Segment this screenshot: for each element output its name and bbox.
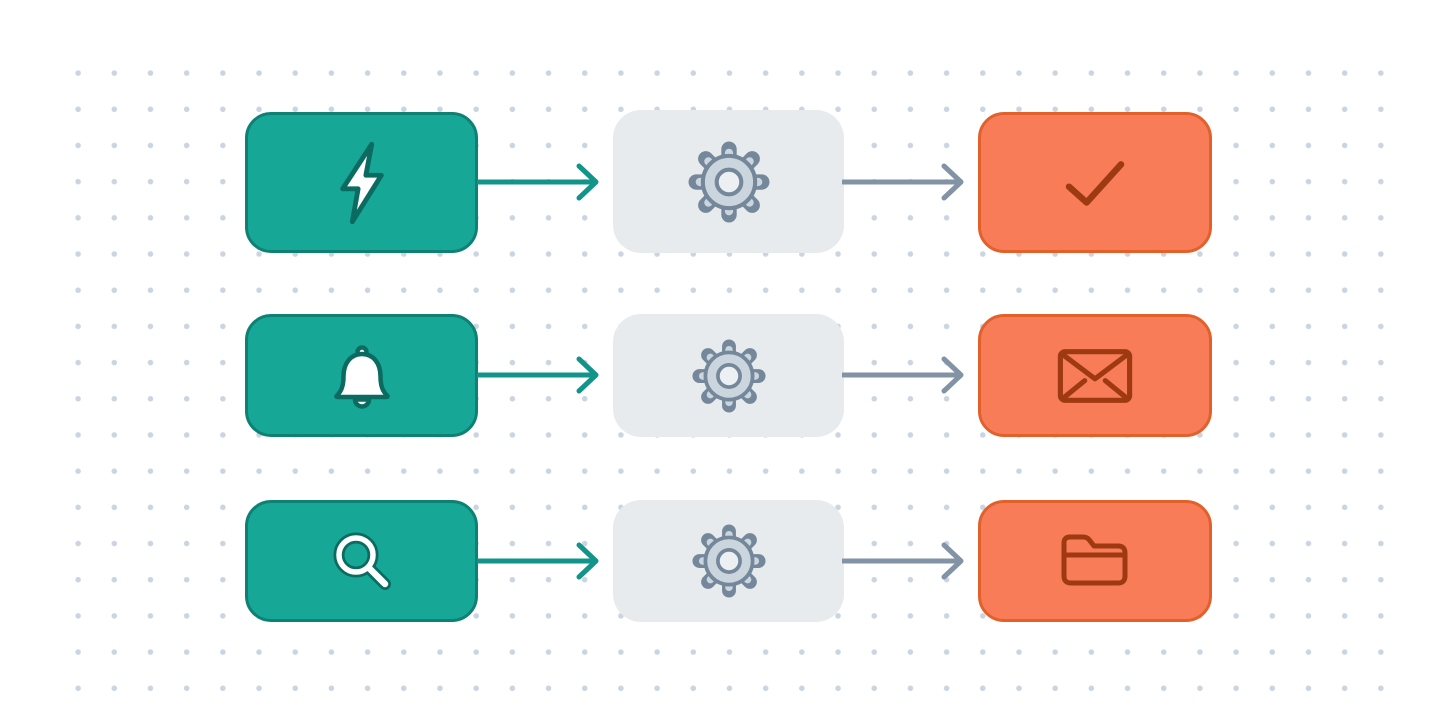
lightning-icon [339, 141, 384, 224]
node-result-envelope [978, 314, 1212, 437]
gray-right-arrow-icon [842, 542, 964, 580]
gear-icon [691, 524, 766, 598]
folder-icon [1061, 534, 1128, 586]
search-icon [333, 532, 391, 590]
node-process-gear [613, 314, 844, 437]
teal-right-arrow-icon [477, 542, 599, 580]
node-result-check [978, 112, 1212, 253]
bell-icon [333, 344, 390, 409]
teal-right-arrow-icon [477, 163, 599, 201]
teal-right-arrow-icon [477, 356, 599, 394]
gray-right-arrow-icon [842, 356, 964, 394]
gray-right-arrow-icon [842, 163, 964, 201]
node-source-bell [245, 314, 478, 437]
gear-icon [688, 141, 769, 222]
node-process-gear [613, 500, 844, 622]
node-result-folder [978, 500, 1212, 622]
check-icon [1065, 160, 1125, 206]
node-source-lightning [245, 112, 478, 253]
node-source-search [245, 500, 478, 622]
envelope-icon [1057, 348, 1133, 403]
gear-icon [691, 338, 766, 413]
node-process-gear [613, 110, 844, 253]
